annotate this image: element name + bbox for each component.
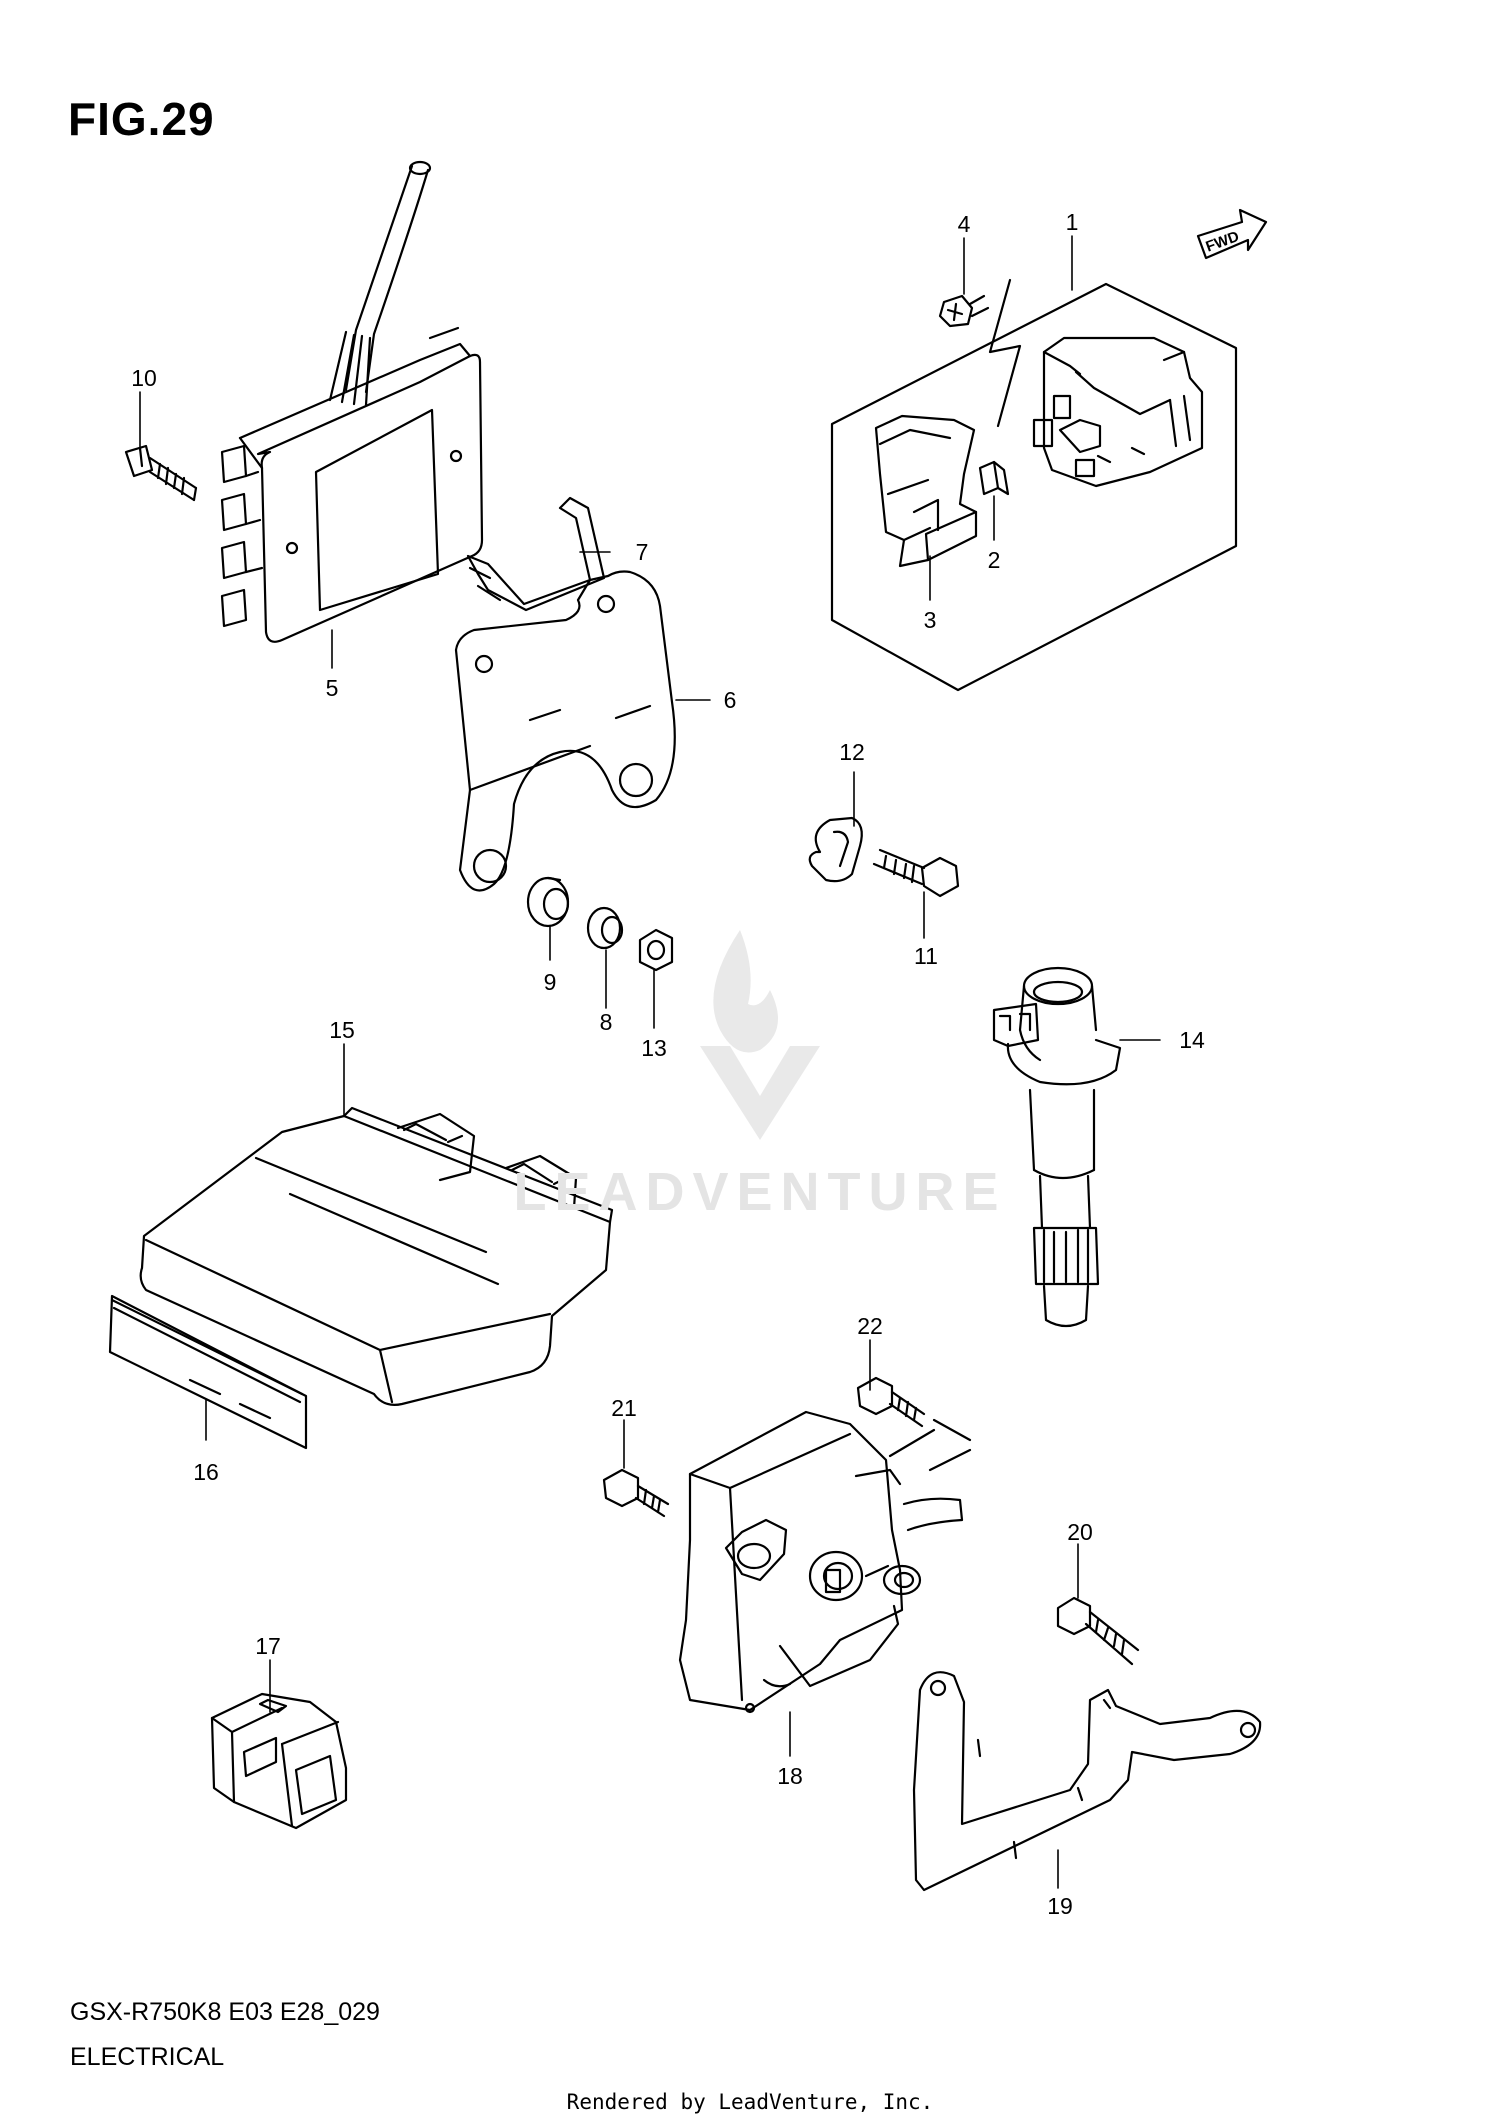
section-title: ELECTRICAL	[70, 2043, 225, 2071]
callout-4: 4	[958, 211, 971, 237]
callout-14: 14	[1179, 1027, 1205, 1053]
part-6-bracket[interactable]	[454, 570, 676, 892]
part-7-clip[interactable]	[466, 496, 606, 612]
part-17-connector[interactable]	[210, 1692, 348, 1830]
callout-3: 3	[924, 607, 937, 633]
part-18-sensor[interactable]	[678, 1410, 972, 1714]
part-3-fuse-cover[interactable]	[874, 414, 978, 568]
part-5-regulator[interactable]	[220, 160, 484, 643]
callout-19: 19	[1047, 1893, 1073, 1919]
callout-1: 1	[1066, 209, 1079, 235]
callout-20: 20	[1067, 1519, 1093, 1545]
part-22-bolt[interactable]	[856, 1376, 972, 1458]
part-15-ecm[interactable]	[139, 1106, 614, 1406]
callout-9: 9	[544, 969, 557, 995]
callout-17: 17	[255, 1633, 281, 1659]
part-21-bolt[interactable]	[602, 1468, 670, 1518]
part-10-bolt[interactable]	[124, 444, 198, 502]
fwd-arrow	[1196, 208, 1268, 260]
callout-10: 10	[131, 365, 157, 391]
part-13-nut[interactable]	[638, 928, 674, 972]
part-4-screw[interactable]	[938, 278, 1022, 428]
callout-8: 8	[600, 1009, 613, 1035]
part-9-grommet[interactable]	[526, 876, 570, 928]
callout-16: 16	[193, 1459, 219, 1485]
part-1-relay[interactable]	[1032, 336, 1204, 488]
part-20-bolt[interactable]	[1056, 1596, 1140, 1666]
part-2-fuse[interactable]	[978, 460, 1010, 496]
part-8-collar[interactable]	[586, 906, 624, 950]
part-14-ignition-coil[interactable]	[992, 966, 1122, 1328]
callout-15: 15	[329, 1017, 355, 1043]
rendered-by-credit: Rendered by LeadVenture, Inc.	[566, 2090, 934, 2114]
callout-11: 11	[914, 943, 938, 969]
figure-title: FIG.29	[68, 93, 215, 145]
callout-22: 22	[857, 1313, 883, 1339]
part-11-bolt[interactable]	[872, 848, 960, 898]
callout-12: 12	[839, 739, 865, 765]
part-12-clamp[interactable]	[808, 816, 863, 883]
leader-lines	[139, 235, 1161, 1889]
callout-5: 5	[326, 675, 339, 701]
callout-2: 2	[988, 547, 1001, 573]
callout-18: 18	[777, 1763, 803, 1789]
model-code: GSX-R750K8 E03 E28_029	[70, 1998, 380, 2026]
callout-13: 13	[641, 1035, 667, 1061]
part-16-pad[interactable]	[108, 1294, 308, 1450]
callout-7: 7	[636, 539, 649, 565]
part-19-stay[interactable]	[912, 1671, 1262, 1892]
callout-6: 6	[724, 687, 737, 713]
part-1-box[interactable]	[830, 282, 1238, 692]
callout-21: 21	[611, 1395, 637, 1421]
